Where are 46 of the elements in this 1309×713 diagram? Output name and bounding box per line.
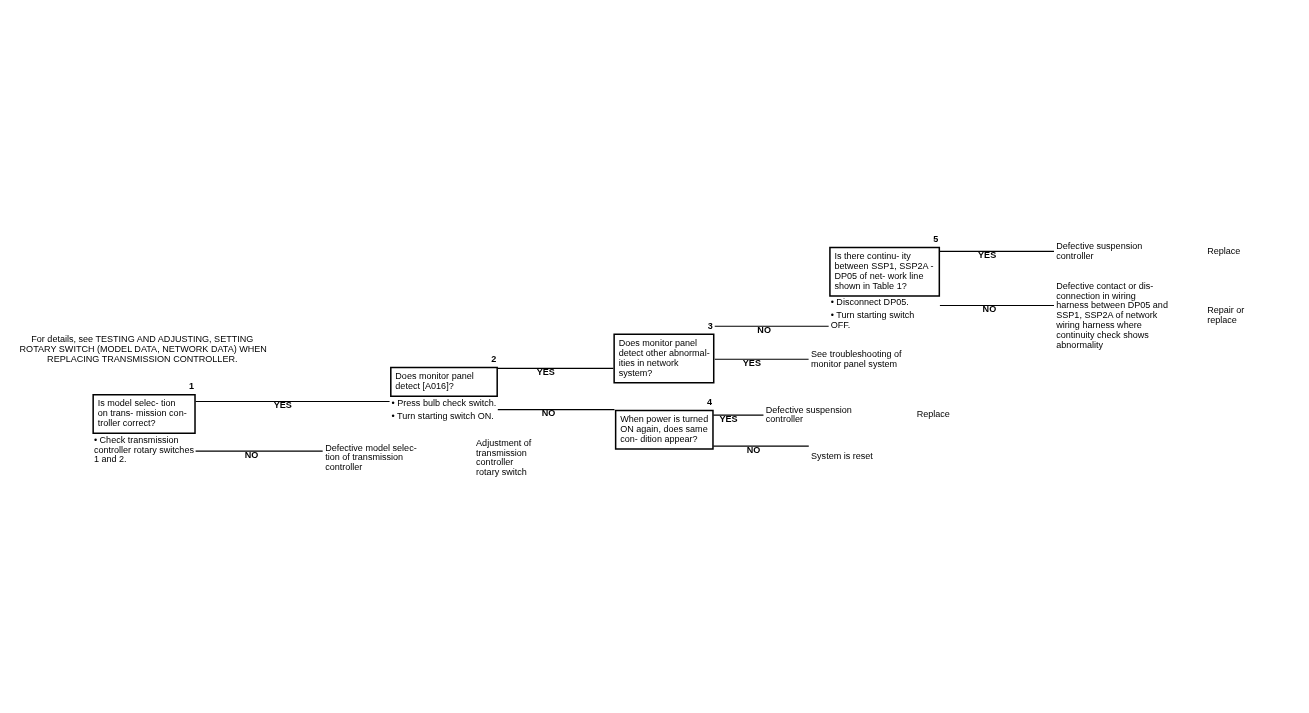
node-text: Defective contact or dis- connection in wiring harness between DP05 and SSP1, SSP2A of network wiring harness where continuity check shows abnormality <box>1056 280 1168 350</box>
node-label: 5 <box>933 233 939 244</box>
node-label: 3 <box>707 320 713 331</box>
connector <box>712 444 810 447</box>
edge-label: YES <box>536 366 555 377</box>
node-label: Replace <box>916 408 950 419</box>
node-box: When power is turned ON again, does same con- dition appear? <box>614 409 714 450</box>
node-box: Does monitor panel detect other abnormal- ities in network system? <box>613 333 715 383</box>
edge-label: NO <box>746 444 761 455</box>
edge-label: NO <box>757 324 771 335</box>
connector <box>712 414 765 416</box>
edge-label: YES <box>742 357 761 368</box>
node-text: See troubleshooting of monitor panel system <box>811 348 902 369</box>
node-label: Repair or replace <box>1207 304 1245 325</box>
node-label: • Press bulb check switch. <box>391 397 497 408</box>
connector <box>195 400 391 402</box>
connector <box>939 250 1055 252</box>
edge-label: NO <box>244 449 259 460</box>
node-label: • Turn starting switch ON. <box>391 410 494 421</box>
node-text: Defective model selec- tion of transmission controller <box>325 442 417 472</box>
connector <box>714 358 810 360</box>
node-label: • Check transmission controller rotary switches 1 and 2. <box>93 434 194 464</box>
node-label: • Disconnect DP05. <box>830 296 909 307</box>
edge-label: NO <box>982 303 997 314</box>
node-text: Defective suspension controller <box>1056 240 1143 261</box>
connector <box>497 367 614 369</box>
node-box: Does monitor panel detect [A016]? <box>390 366 498 397</box>
connector <box>497 408 616 410</box>
node-text: System is reset <box>811 450 873 461</box>
connector <box>195 450 324 452</box>
edge-label: YES <box>273 399 292 410</box>
node-label: 1 <box>188 380 195 391</box>
edge-label: YES <box>978 249 997 260</box>
node-label: 4 <box>706 396 712 407</box>
node-label: 2 <box>491 353 497 364</box>
label: For details, see TESTING AND ADJUSTING, SETTING ROTARY SWITCH (MODEL DATA, NETWORK DATA) WHEN REPLACING TRANSMISSION CONTROLLER. <box>19 333 267 364</box>
node-box: Is there continu- ity between SSP1, SSP2A - DP05 of net- work line shown in Table 1? <box>829 246 941 297</box>
node-label: • Turn starting switch OFF. <box>830 309 915 330</box>
node-box: Is model selec- tion on trans- mission con- troller correct? <box>92 393 196 434</box>
connector <box>714 325 830 327</box>
node-text: Defective suspension controller <box>765 404 852 424</box>
node-label: Replace <box>1207 245 1241 256</box>
edge-label: NO <box>541 407 556 418</box>
edge-label: YES <box>719 413 738 424</box>
connector <box>939 304 1055 306</box>
node-label: Adjustment of transmission controller rotary switch <box>476 437 532 477</box>
